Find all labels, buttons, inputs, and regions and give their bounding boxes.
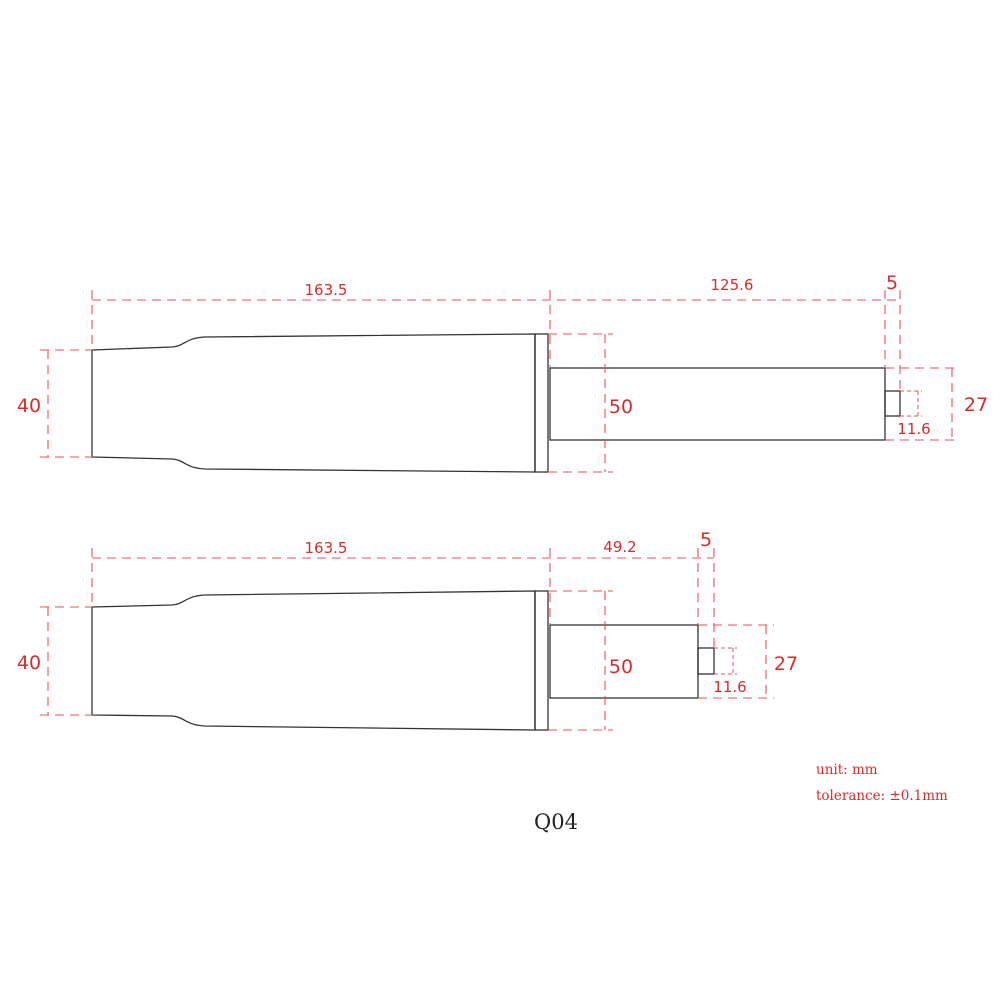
dimension-lines (40, 290, 960, 473)
view-retracted: 163.5 49.2 5 40 50 27 11.6 (17, 529, 798, 731)
view-extended: 163.5 125.6 5 40 50 27 11.6 (17, 272, 988, 473)
dim-end-length: 5 (700, 529, 712, 551)
unit-note: unit: mm (816, 762, 878, 778)
dim-body-length: 163.5 (305, 539, 348, 557)
dim-rod-diameter: 27 (964, 394, 988, 416)
flange-outline (534, 333, 549, 473)
dim-rod-length: 49.2 (603, 538, 636, 556)
dim-end-length: 5 (886, 272, 898, 294)
cylinder-body-outline (91, 590, 536, 731)
part-label: Q04 (534, 810, 578, 834)
dim-body-diameter: 40 (17, 395, 41, 417)
dim-tip-diameter: 11.6 (897, 420, 930, 438)
dim-body-diameter: 40 (17, 652, 41, 674)
dim-flange-diameter: 50 (609, 396, 633, 418)
tolerance-note: tolerance: ±0.1mm (816, 788, 948, 804)
dim-flange-diameter: 50 (609, 656, 633, 678)
dim-tip-diameter: 11.6 (713, 678, 746, 696)
rod-tip-outline (697, 647, 715, 675)
dimension-lines (40, 548, 774, 731)
dim-rod-length: 125.6 (711, 276, 754, 294)
dim-body-length: 163.5 (305, 281, 348, 299)
cylinder-body-outline (91, 333, 536, 473)
rod-tip-outline (884, 390, 901, 417)
flange-outline (534, 590, 549, 731)
piston-rod-outline (549, 367, 886, 441)
dim-rod-diameter: 27 (774, 653, 798, 675)
